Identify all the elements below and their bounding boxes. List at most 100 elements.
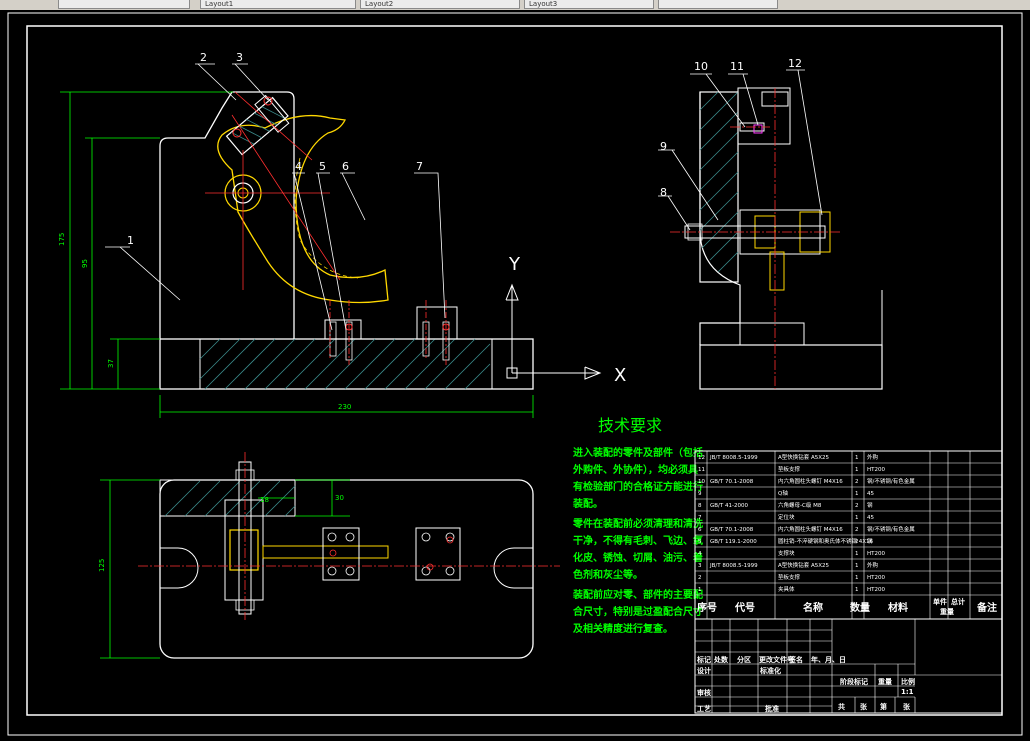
balloon-10: 10 xyxy=(694,60,708,73)
bom-cell-mat: 外购 xyxy=(867,561,879,569)
bom-cell-mat: HT200 xyxy=(867,587,885,593)
bom-cell-mat: 钢/不锈钢/有色金属 xyxy=(867,477,915,485)
bom-cell-name: 圆柱销-不淬硬钢和奥氏体不锈钢 4X16 xyxy=(778,537,874,545)
bom-cell-qty: 2 xyxy=(855,539,859,545)
bom-cell-code: GB/T 41-2000 xyxy=(710,503,748,509)
bom-cell-qty: 1 xyxy=(855,587,859,593)
bom-cell-no: 6 xyxy=(698,527,702,533)
bom-cell-name: 内六角圆柱头螺钉 M4X16 xyxy=(778,525,843,533)
tb-scale-value: 1:1 xyxy=(901,688,914,696)
tech-title: 技术要求 xyxy=(598,416,662,435)
bom-header-code: 代号 xyxy=(734,601,755,614)
bom-cell-mat: 45 xyxy=(867,491,874,497)
bom-cell-name: 六角螺母-C级 M8 xyxy=(778,501,822,509)
bom-header-unit: 单件 xyxy=(933,597,947,606)
bom-cell-code: JB/T 8008.5-1999 xyxy=(709,455,758,461)
bom-cell-name: 内六角圆柱头螺钉 M4X16 xyxy=(778,477,843,485)
tab-model[interactable] xyxy=(58,0,190,9)
front-view: Y X 175 95 37 230 xyxy=(58,91,626,418)
bom-cell-mat: 外购 xyxy=(867,453,879,461)
tech-line: 及相关精度进行复查。 xyxy=(573,622,673,635)
bom-cell-no: 8 xyxy=(698,503,702,509)
bom-cell-qty: 1 xyxy=(855,563,859,569)
dim-overall-width: 230 xyxy=(338,403,351,411)
technical-requirements: 技术要求 进入装配的零件及部件（包括 外购件、外协件），均必须具 有检验部门的合… xyxy=(572,416,703,635)
bom-cell-no: 12 xyxy=(698,455,705,461)
bom-cell-name: 垫板支撑 xyxy=(778,573,801,581)
front-dimensions xyxy=(60,91,534,418)
bom-cell-no: 5 xyxy=(698,539,702,545)
balloon-12: 12 xyxy=(788,57,802,70)
bom-cell-code: GB/T 119.1-2000 xyxy=(710,539,757,545)
bom-cell-qty: 1 xyxy=(855,491,859,497)
bom-cell-qty: 2 xyxy=(855,479,859,485)
side-view xyxy=(658,69,883,390)
bom-cell-no: 3 xyxy=(698,563,702,569)
bom-cell-name: 垫板支撑 xyxy=(778,465,801,473)
tb-zone: 分区 xyxy=(737,655,751,664)
y-axis-label: Y xyxy=(508,254,521,275)
tech-line: 进入装配的零件及部件（包括 xyxy=(573,446,703,459)
dim-base-height: 37 xyxy=(107,359,115,368)
balloon-11: 11 xyxy=(730,60,744,73)
balloon-1: 1 xyxy=(127,234,134,247)
bom-cell-name: A型快换钻套 A5X25 xyxy=(778,453,830,461)
tb-design: 设计 xyxy=(697,666,711,675)
bom-cell-qty: 2 xyxy=(855,527,859,533)
dim-plan-height: 125 xyxy=(98,559,106,572)
bom-cell-qty: 2 xyxy=(855,503,859,509)
dim-small-b: 30 xyxy=(335,494,344,502)
tech-line: 外购件、外协件），均必须具 xyxy=(572,463,698,476)
tb-sheets-total: 共 xyxy=(838,702,845,711)
tech-line: 零件在装配前必须清理和清洗 xyxy=(572,517,703,530)
bom-cell-mat: 钢 xyxy=(867,537,873,545)
tech-line: 装配前应对零、部件的主要配 xyxy=(572,588,703,601)
ucs-icon xyxy=(505,283,602,380)
tab-layout1[interactable]: Layout1 xyxy=(200,0,356,9)
dim-inner-height: 95 xyxy=(81,259,89,268)
tb-sheet-unit: 张 xyxy=(903,702,911,711)
bom-header-total: 总计 xyxy=(951,597,965,606)
balloon-6: 6 xyxy=(342,160,349,173)
bom-header-qty: 数量 xyxy=(850,601,870,614)
layout-tabs: Layout1 Layout2 Layout3 xyxy=(0,0,1030,10)
base-hatch xyxy=(199,338,491,390)
tb-sheets-unit: 张 xyxy=(860,702,868,711)
tab-extra[interactable] xyxy=(658,0,778,9)
plan-view: 125 18 30 xyxy=(98,452,560,659)
cad-drawing: Y X 175 95 37 230 1 2 3 4 5 6 7 8 9 10 1… xyxy=(7,12,1023,736)
tab-layout3[interactable]: Layout3 xyxy=(524,0,654,9)
tech-line: 合尺寸，特别是过盈配合尺寸 xyxy=(572,605,703,618)
tb-mark: 标记 xyxy=(696,655,711,664)
bom-cell-mat: 钢 xyxy=(867,501,873,509)
bom-cell-qty: 1 xyxy=(855,515,859,521)
bom-cell-no: 2 xyxy=(698,575,702,581)
tb-process: 工艺 xyxy=(697,704,711,713)
tb-date: 年、月、日 xyxy=(811,655,846,664)
tab-layout2[interactable]: Layout2 xyxy=(360,0,520,9)
tb-approve: 批准 xyxy=(765,704,779,713)
tb-sign: 签名 xyxy=(788,655,803,664)
tb-weight: 重量 xyxy=(878,677,892,686)
bom-cell-no: 4 xyxy=(698,551,702,557)
bom-cell-no: 10 xyxy=(698,479,705,485)
balloon-4: 4 xyxy=(295,160,302,173)
bom-header-weight: 重量 xyxy=(940,607,954,616)
bom-cell-name: Q轴 xyxy=(778,489,788,497)
bom-cell-mat: HT200 xyxy=(867,551,885,557)
tech-line: 干净，不得有毛刺、飞边、氧 xyxy=(573,534,703,547)
tb-stage: 阶段标记 xyxy=(840,677,868,686)
bom-header-mat: 材料 xyxy=(888,601,908,614)
bom-cell-no: 9 xyxy=(698,491,702,497)
title-block: 标记 处数 分区 更改文件号 签名 年、月、日 设计 标准化 审核 工艺 批准 … xyxy=(694,618,1003,714)
dim-small-a: 18 xyxy=(260,496,269,504)
bom-cell-name: A型快换钻套 A5X25 xyxy=(778,561,830,569)
bom-cell-qty: 1 xyxy=(855,467,859,473)
tech-line: 有检验部门的合格证方能进行 xyxy=(573,480,703,493)
bom-cell-no: 7 xyxy=(698,515,702,521)
bom-cell-qty: 1 xyxy=(855,575,859,581)
balloon-9: 9 xyxy=(660,140,667,153)
balloon-8: 8 xyxy=(660,186,667,199)
bom-cell-qty: 1 xyxy=(855,551,859,557)
